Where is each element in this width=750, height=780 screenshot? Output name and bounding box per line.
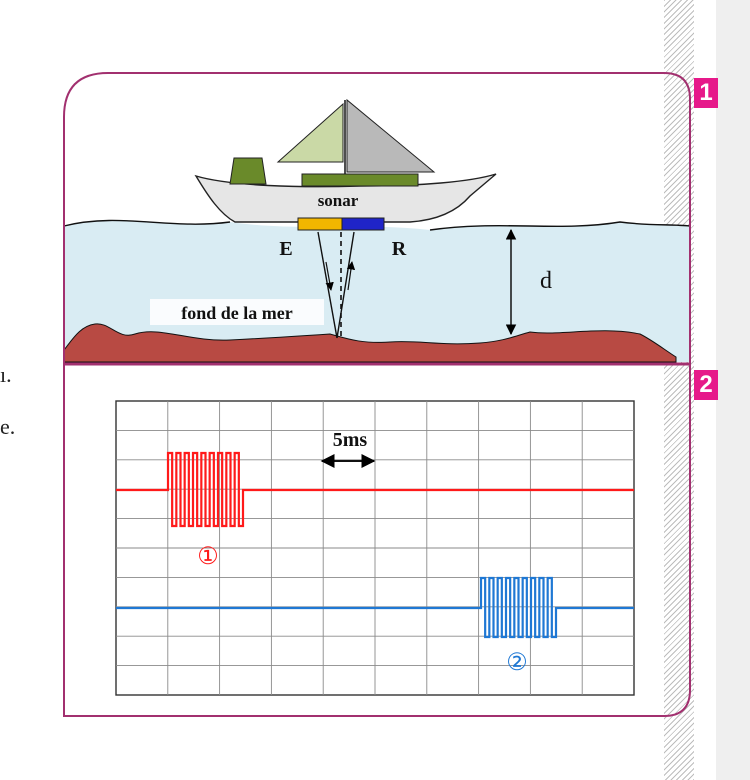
figure-frame (63, 72, 691, 717)
reflected-wave-ray (336, 231, 355, 339)
left-text-fragment-2: e. (0, 414, 16, 439)
boat-hull (194, 173, 497, 223)
emitted-wave-arrow (325, 261, 334, 291)
emitter-label: E (279, 238, 292, 260)
front-sail (276, 102, 344, 163)
figure1-scene: sonar E R d fond de la mer (63, 98, 691, 363)
side-panel (716, 0, 750, 780)
depth-label: d (540, 268, 552, 294)
sea (64, 220, 690, 362)
seabed-label: fond de la mer (181, 303, 293, 323)
figure2-number-tag: 2 (694, 370, 718, 400)
signal-1-trace (116, 451, 634, 528)
left-text-fragment-1: ı. (0, 362, 12, 387)
seabed (63, 323, 677, 363)
deck-house (301, 173, 419, 187)
signal-2-marker: ② (506, 650, 528, 676)
reflected-wave-arrow (346, 261, 356, 291)
receiver-label: R (392, 238, 407, 260)
figure1-number-tag: 1 (694, 78, 718, 108)
time-scale-label: 5ms (333, 429, 368, 451)
sonar-label: sonar (318, 191, 359, 210)
cabin (229, 157, 267, 185)
rear-sail (346, 98, 436, 173)
sea-surface-line (63, 219, 691, 231)
receiver-block (341, 217, 385, 231)
seabed-label-box (150, 299, 324, 325)
emitter-block (297, 217, 343, 231)
signal-1-marker: ① (197, 544, 219, 570)
oscilloscope-screen: 5ms ① ② (115, 400, 635, 696)
signal-2-trace (116, 576, 634, 639)
